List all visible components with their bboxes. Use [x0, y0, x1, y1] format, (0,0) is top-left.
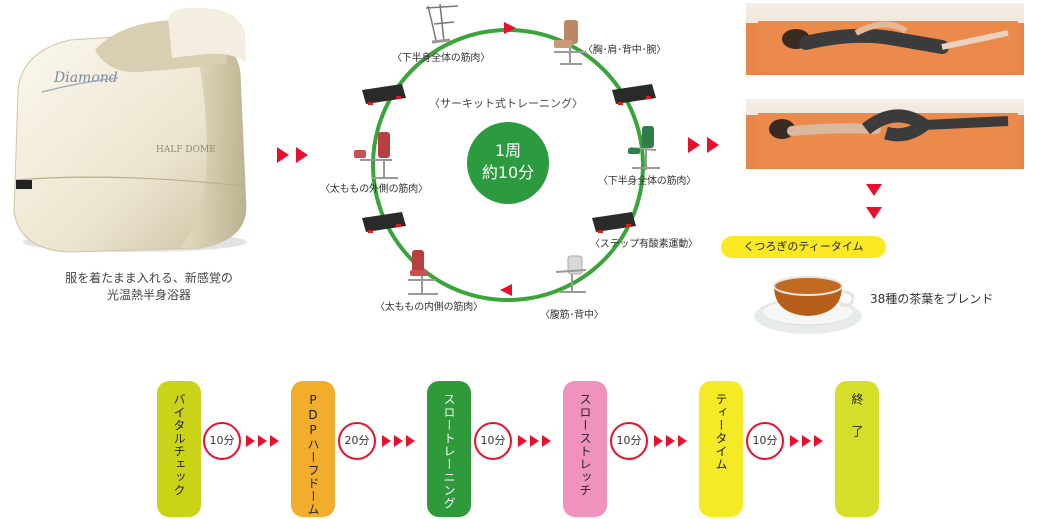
device-caption-line1: 服を着たまま入れる、新感覚の	[65, 271, 233, 285]
arrow-right-icon	[654, 435, 663, 447]
stage-slow-stretch: スローストレッチ	[563, 381, 607, 517]
label-step-aerobic: 〈ステップ有酸素運動〉	[590, 239, 698, 250]
arrow-right-icon	[542, 435, 551, 447]
label-outer-thigh: 〈太ももの外側の筋肉〉	[320, 184, 428, 195]
label-abs-back: 〈腹筋･背中〉	[540, 310, 604, 321]
arrow-right-icon	[678, 435, 687, 447]
chest-press-machine-icon	[554, 20, 586, 65]
step-platform-icon	[592, 212, 636, 233]
inner-thigh-machine-icon	[408, 250, 438, 295]
circuit-diagram	[354, 3, 660, 302]
stage-slow-training: スロートレーニング	[427, 381, 471, 517]
tea-time-pill: くつろぎのティータイム	[721, 236, 886, 258]
lap-duration: 約10分	[481, 163, 535, 182]
label-lower-body-top: 〈下半身全体の筋肉〉	[392, 53, 490, 64]
step-platform-icon	[362, 212, 406, 233]
device-caption: 服を着たまま入れる、新感覚の 光温熱半身浴器	[44, 270, 254, 304]
label-lower-body-right: 〈下半身全体の筋肉〉	[598, 176, 696, 187]
stage-tea-time: ティータイム	[699, 381, 743, 517]
duration-badge: 10分	[610, 422, 648, 460]
direction-arrow-icon	[500, 284, 512, 296]
lap-time-badge: 1周 約10分	[467, 122, 549, 204]
step-platform-icon	[612, 84, 656, 105]
stage-finish: 終 了	[835, 381, 879, 517]
arrow-right-icon	[277, 147, 289, 163]
leg-press-machine-icon	[425, 3, 459, 44]
arrow-right-icon	[707, 137, 719, 153]
arrow-right-icon	[406, 435, 415, 447]
arrow-down-icon	[866, 207, 882, 219]
step-platform-icon	[362, 84, 406, 105]
duration-badge: 10分	[474, 422, 512, 460]
tea-cup-image	[754, 276, 862, 334]
label-inner-thigh: 〈太ももの内側の筋肉〉	[375, 302, 483, 313]
arrow-right-icon	[258, 435, 267, 447]
arrow-right-icon	[382, 435, 391, 447]
half-dome-device-image: Diamond HALF DOME	[13, 7, 247, 253]
stage-label: バイタルチェック	[172, 393, 186, 497]
arrow-right-icon	[394, 435, 403, 447]
stretch-photo-1	[746, 3, 1024, 75]
abdominal-machine-icon	[555, 255, 587, 293]
duration-badge: 20分	[338, 422, 376, 460]
arrow-right-icon	[518, 435, 527, 447]
direction-arrow-icon	[504, 22, 516, 34]
stage-label: スロートレーニング	[442, 393, 456, 510]
duration-badge: 10分	[203, 422, 241, 460]
label-chest-shoulder-back-arm: 〈胸･肩･背中･腕〉	[583, 45, 666, 56]
stretch-photo-2	[746, 99, 1024, 169]
stage-vital-check: バイタルチェック	[157, 381, 201, 517]
arrow-right-icon	[666, 435, 675, 447]
device-model-label: HALF DOME	[156, 145, 216, 155]
device-brand-logo: Diamond	[53, 70, 118, 86]
stage-label: ティータイム	[714, 393, 728, 471]
lap-label: 1周	[494, 141, 522, 160]
stage-label: PDPハーフドーム	[306, 393, 320, 516]
arrow-right-icon	[802, 435, 811, 447]
arrow-right-icon	[790, 435, 799, 447]
device-caption-line2: 光温熱半身浴器	[106, 288, 191, 302]
arrow-right-icon	[530, 435, 539, 447]
arrow-right-icon	[296, 147, 308, 163]
leg-machine-icon	[628, 126, 660, 170]
stage-pdp-half-dome: PDPハーフドーム	[291, 381, 335, 517]
arrow-down-icon	[866, 184, 882, 196]
stage-label: スローストレッチ	[578, 393, 592, 497]
arrow-right-icon	[814, 435, 823, 447]
stage-label: 終 了	[850, 393, 864, 441]
arrow-right-icon	[246, 435, 255, 447]
outer-thigh-machine-icon	[354, 132, 398, 179]
tea-blend-note: 38種の茶葉をブレンド	[870, 292, 994, 306]
duration-badge: 10分	[746, 422, 784, 460]
arrow-right-icon	[688, 137, 700, 153]
arrow-right-icon	[270, 435, 279, 447]
circuit-title: 〈サーキット式トレーニング〉	[429, 97, 583, 110]
